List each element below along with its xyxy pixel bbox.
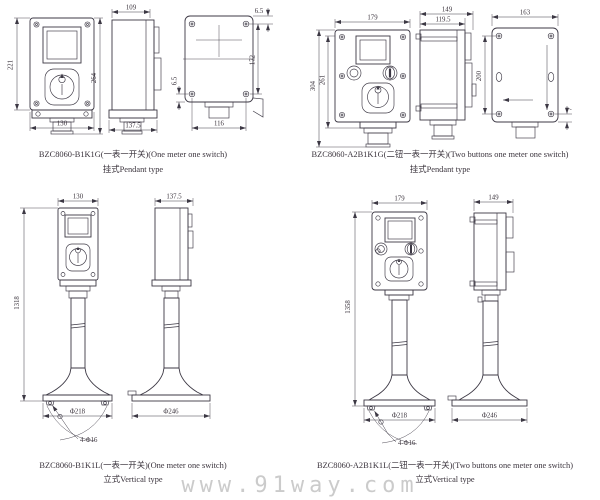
enclosure-side	[154, 207, 189, 281]
dim-base-diameter-side: Φ246	[163, 409, 179, 416]
figure-model-label: BZC8060-A2B1K1L(二钮一表一开关)(Two buttons one…	[317, 460, 573, 470]
dim-front-width: 179	[394, 196, 405, 203]
figure-type-label: 立式Vertical type	[103, 474, 163, 484]
meter-window	[355, 35, 391, 65]
figure-model-label: BZC8060-A2B1K1G(二钮一表一开关)(Two buttons one…	[312, 149, 569, 159]
push-button-on	[404, 242, 418, 256]
enclosure-side	[473, 212, 507, 291]
base-plate	[451, 399, 528, 407]
dim-total-height: 1318	[14, 296, 21, 310]
push-button	[346, 65, 362, 81]
dim-front-width: 130	[57, 121, 68, 128]
rotary-switch	[361, 82, 395, 114]
dim-side-depth: 149	[488, 195, 499, 202]
bottom-flange	[31, 109, 93, 119]
push-button-on	[382, 65, 398, 81]
watermark: www.91way.com	[181, 473, 419, 498]
base-plate	[42, 394, 113, 402]
mounting-holes	[188, 20, 250, 98]
side-view: 149 Φ246	[447, 195, 528, 423]
dim-back-hole-width: 116	[214, 121, 225, 128]
figure-model-label: BZC8060-B1K1L(一表一开关)(One meter one switc…	[39, 460, 226, 470]
support-pole	[391, 299, 408, 376]
figure-type-label: 立式Vertical type	[415, 474, 475, 484]
cable-gland	[363, 127, 393, 148]
front-view: 179 304 261	[310, 15, 411, 148]
hinge-upper	[153, 26, 160, 54]
rotary-switch	[65, 243, 91, 272]
dim-mounting-holes: 4-Φ16	[398, 440, 416, 447]
base-plate	[131, 394, 211, 402]
side-view: 149 119.5	[415, 7, 477, 140]
side-bracket	[252, 97, 264, 118]
support-pole	[163, 297, 180, 369]
dim-front-height: 221	[8, 60, 15, 70]
figure-model-label: BZC8060-B1K1G(一表一开关)(One meter one switc…	[39, 149, 227, 159]
enclosure-side	[111, 19, 155, 111]
front-view: 221 264 130	[8, 17, 103, 135]
dim-back-hole-width: 163	[520, 10, 531, 17]
hinge-lower	[187, 230, 194, 249]
support-pole	[70, 297, 86, 369]
dim-hole-offset-bottom: 7	[567, 107, 574, 111]
dim-base-diameter-side: Φ246	[482, 413, 498, 420]
enclosure-front	[334, 29, 411, 123]
base-bell	[45, 367, 111, 396]
enclosure-front	[29, 17, 95, 111]
dim-back-hole-height: 200	[476, 70, 483, 81]
dim-back-hole-height: 172	[250, 54, 257, 65]
dim-mounting-holes: 4-Φ16	[80, 437, 98, 444]
base-bell	[139, 367, 204, 396]
meter-window	[384, 217, 416, 243]
hinge-upper	[464, 32, 472, 61]
back-view: 6.5 172 6.5 116	[172, 8, 273, 131]
dim-total-height: 1358	[345, 300, 352, 314]
rotary-switch	[44, 68, 80, 106]
figure-pendant-two-buttons: 179 304 261 149 119.5	[310, 7, 574, 175]
corner-screws	[33, 21, 91, 107]
hinge-lower	[464, 62, 473, 108]
front-view: 179 1358 Φ218 4-Φ16	[345, 196, 436, 447]
dim-base-diameter-front: Φ218	[70, 409, 86, 416]
push-button	[374, 242, 388, 256]
dim-base-diameter-front: Φ218	[392, 413, 408, 420]
hinge-upper	[505, 216, 514, 239]
dim-side-total-depth: 137.5	[125, 123, 141, 130]
hinge-lower	[153, 57, 162, 91]
meter-window	[42, 26, 82, 64]
base-bell	[367, 374, 432, 401]
dim-front-width: 130	[73, 194, 84, 201]
figure-type-label: 挂式Pendant type	[410, 164, 471, 174]
figure-type-label: 挂式Pendant type	[103, 164, 164, 174]
dim-side-depth: 109	[126, 5, 137, 12]
dim-side-total-depth: 149	[442, 7, 453, 14]
enclosure-side	[419, 29, 466, 121]
figure-pendant-one-switch: 221 264 130 109 137.5	[8, 5, 273, 174]
side-view: 109 137.5	[108, 5, 162, 135]
dim-front-height: 261	[320, 75, 327, 85]
dim-hole-offset-bottom: 6.5	[172, 76, 179, 85]
corner-screws	[339, 34, 406, 118]
figure-vertical-one-switch: 130 1318 Φ218 4-Φ16 137.5 Φ246 BZC806	[14, 194, 227, 485]
side-view: 137.5 Φ246	[127, 194, 211, 419]
dim-front-width: 179	[367, 15, 378, 22]
dim-front-total-height: 304	[310, 80, 317, 91]
base-plate	[363, 399, 436, 407]
support-pole	[482, 300, 499, 376]
base-bell	[457, 374, 522, 401]
dim-side-depth: 137.5	[166, 194, 182, 201]
meter-window	[64, 214, 92, 238]
hinge-upper	[187, 213, 193, 228]
dim-front-total-height: 264	[91, 72, 98, 83]
dim-hole-offset-top: 6.5	[255, 8, 264, 15]
front-view: 130 1318 Φ218 4-Φ16	[14, 194, 113, 444]
rotary-switch	[384, 256, 414, 282]
back-view: 163 200 7	[476, 10, 574, 139]
hinge-lower	[505, 251, 515, 273]
dim-side-depth: 119.5	[435, 17, 451, 24]
figure-vertical-two-buttons: 179 1358 Φ218 4-Φ16 149	[317, 195, 573, 485]
mounting-holes	[495, 32, 555, 118]
